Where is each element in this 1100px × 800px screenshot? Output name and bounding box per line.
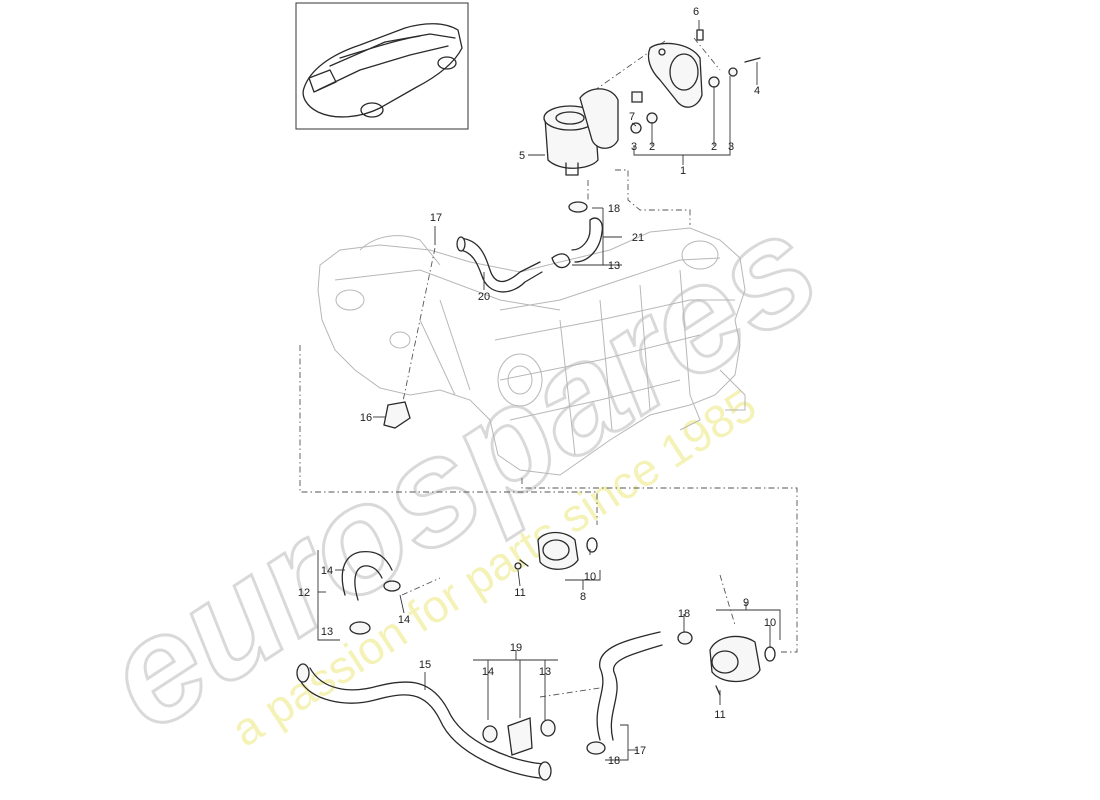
- callout-10: 10: [584, 571, 596, 583]
- callout-3: 3: [631, 141, 637, 153]
- callout-2: 2: [711, 141, 717, 153]
- clip-16: [383, 401, 411, 429]
- callout-20: 20: [478, 291, 490, 303]
- callout-4: 4: [754, 85, 760, 97]
- bolt-11: [514, 562, 522, 570]
- callout-11: 11: [514, 587, 525, 599]
- callout-13: 13: [608, 260, 620, 272]
- callout-13: 13: [539, 666, 551, 678]
- callout-8: 8: [580, 591, 586, 603]
- callout-12: 12: [298, 587, 310, 599]
- callout-3: 3: [728, 141, 734, 153]
- vehicle-thumbnail: [295, 2, 469, 130]
- hose-15: [296, 663, 552, 781]
- assembly-lines: [299, 37, 798, 698]
- callout-7: 7: [629, 111, 635, 123]
- engine-outline: [317, 227, 746, 476]
- callout-15: 15: [419, 659, 431, 671]
- small-hardware: [630, 29, 761, 134]
- car-icon: [302, 23, 463, 118]
- hose-17-lower: [586, 631, 693, 755]
- callout-labels: 6 4 7 3 2 2 3 1 5 17 18 21 13 20 16 14 1…: [298, 6, 776, 767]
- valve-8: [519, 531, 598, 570]
- leader-lines: [317, 20, 781, 761]
- valve-9: [709, 635, 776, 696]
- hose-20: [456, 236, 543, 293]
- callout-18: 18: [678, 608, 690, 620]
- callout-10: 10: [764, 617, 776, 629]
- callout-18: 18: [608, 203, 620, 215]
- callout-1: 1: [680, 165, 686, 177]
- callout-13: 13: [321, 626, 333, 638]
- callout-14: 14: [482, 666, 494, 678]
- callout-17: 17: [430, 212, 442, 224]
- callout-5: 5: [519, 150, 525, 162]
- callout-14: 14: [321, 565, 333, 577]
- callout-19: 19: [510, 642, 522, 654]
- callout-18: 18: [608, 755, 620, 767]
- callout-16: 16: [360, 412, 372, 424]
- secondary-air-pump: [543, 88, 619, 176]
- callout-17: 17: [634, 745, 646, 757]
- callout-21: 21: [632, 232, 644, 244]
- hose-12: [341, 550, 401, 635]
- callout-6: 6: [693, 6, 699, 18]
- connector-19: [482, 717, 556, 756]
- callout-2: 2: [649, 141, 655, 153]
- callout-9: 9: [743, 597, 749, 609]
- bracket-plate: [647, 42, 703, 108]
- hose-21: [551, 201, 603, 269]
- callout-14: 14: [398, 614, 410, 626]
- callout-11: 11: [714, 709, 725, 721]
